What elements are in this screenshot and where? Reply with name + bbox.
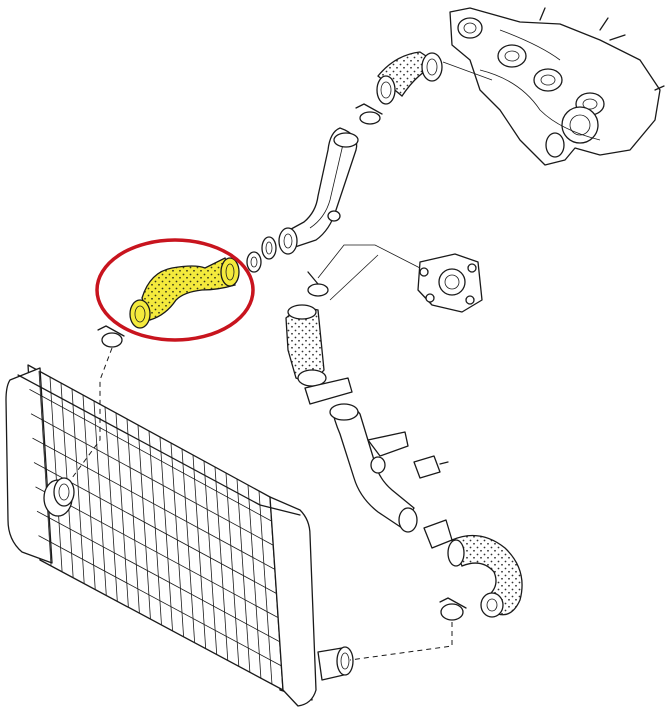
intercooler-icon [5,364,354,707]
hose-clamp-icon [304,377,353,405]
intercooler-fins [29,370,282,685]
turbocharger-icon [449,7,665,166]
hose-clamp-icon [355,103,383,125]
sensor-icon [413,455,449,479]
o-ring-icon [246,236,277,273]
outlet-hose [447,534,523,618]
intercooler-fin-row [33,462,277,594]
intercooler-fin-row [38,535,282,667]
throttle-body-icon [417,253,483,313]
intake-hose [285,304,327,387]
intercooler-fin-row [30,413,274,546]
turbo-outlet-hose [376,51,443,105]
hose-clamp-icon [307,271,329,297]
hose-clamp-icon [97,325,125,348]
hose-clamp-icon [439,597,467,621]
intercooler-fin-row [32,437,276,570]
highlighted-hose [129,257,240,329]
intercooler-fin-row [29,389,272,522]
lower-charge-pipe [329,403,418,533]
charge-pipe [278,127,359,255]
intercooler-fin-row [36,510,280,643]
highlight-ring [95,238,255,342]
hose-clamp-icon [423,519,453,549]
intercooler-fin-row [35,486,279,618]
